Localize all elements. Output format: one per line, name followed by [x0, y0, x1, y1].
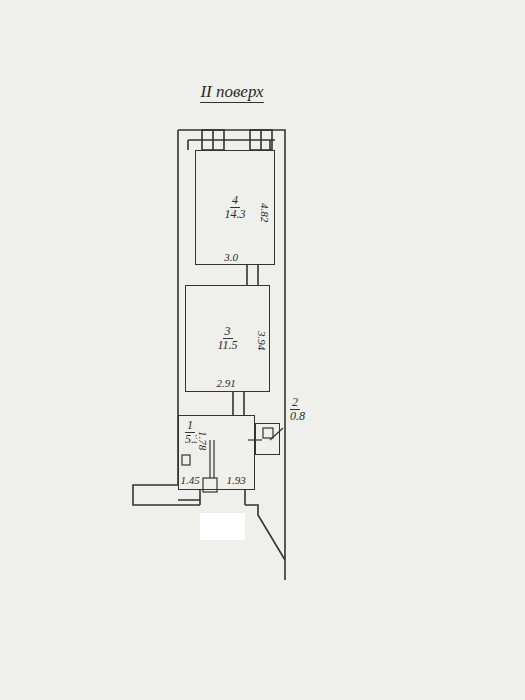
room-number: 2: [290, 396, 300, 410]
fixture: [248, 428, 273, 447]
room-area: 14.3: [225, 208, 246, 221]
dimension-label: 4.82: [260, 201, 271, 222]
closet-room: 20.8: [255, 423, 280, 455]
room-number: 4: [230, 194, 240, 208]
room-area: 11.5: [217, 339, 237, 352]
dimension-label: 1.45: [179, 475, 200, 486]
masked-area: [200, 513, 245, 540]
dimension-label: 3.94: [257, 329, 268, 350]
dimension-label: 2.91: [215, 378, 236, 389]
floor-title: II поверх: [200, 82, 263, 103]
door-opening: [200, 265, 258, 505]
dimension-label: 3.0: [223, 252, 239, 263]
dimension-label: 1.78: [198, 429, 209, 450]
leader-line: [270, 428, 283, 440]
outer-wall: [133, 130, 285, 580]
room-area: 0.8: [290, 410, 305, 423]
window: [202, 130, 272, 150]
inner-wall: [178, 140, 275, 500]
room-number: 3: [223, 325, 233, 339]
room-number: 1: [185, 419, 195, 433]
dimension-label: 1.93: [225, 475, 246, 486]
